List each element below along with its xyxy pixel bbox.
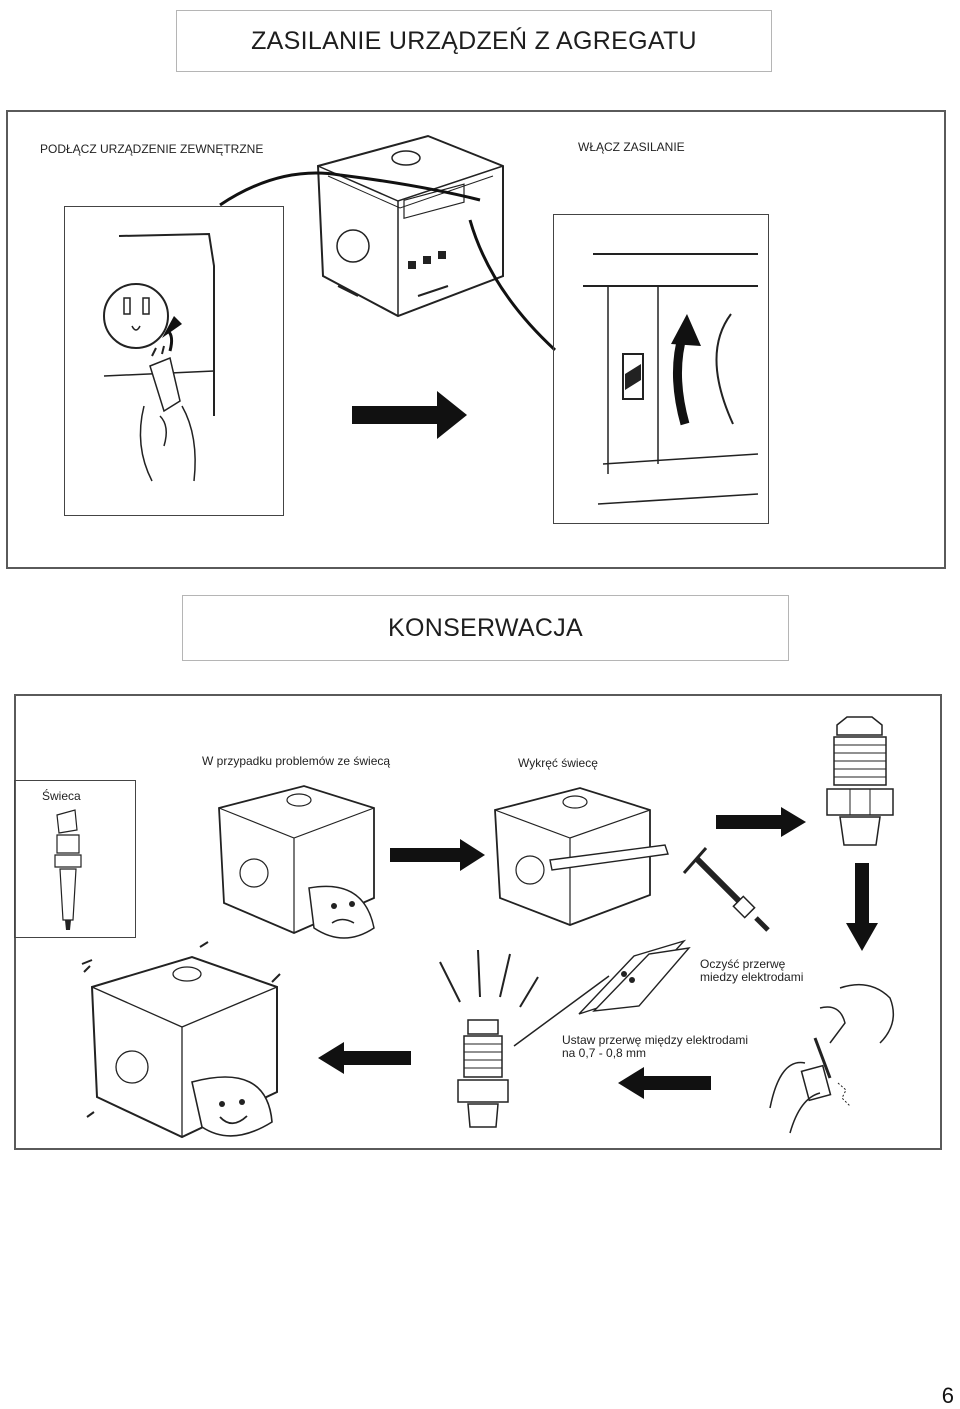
spark-plug-inset xyxy=(14,780,136,938)
arrow-left-icon xyxy=(318,1042,411,1074)
page-number: 6 xyxy=(941,1383,954,1408)
label-spark-plug: Świeca xyxy=(42,789,81,803)
maintenance-illustration-frame xyxy=(14,694,942,1150)
generator-happy-icon xyxy=(82,942,312,1142)
label-problem: W przypadku problemów ze świecą xyxy=(202,754,391,768)
label-power-on: WŁĄCZ ZASILANIE xyxy=(578,140,685,154)
section-title-maintenance-text: KONSERWACJA xyxy=(388,613,583,642)
label-clean-gap-line1: Oczyść przerwę xyxy=(700,957,786,971)
generator-sad-icon xyxy=(214,778,384,938)
spark-plug-icon xyxy=(822,715,902,855)
arrow-right-icon xyxy=(390,839,485,871)
wrench-icon xyxy=(676,838,776,938)
arrow-right-icon xyxy=(352,391,467,439)
section-title-maintenance: KONSERWACJA xyxy=(182,595,789,661)
label-connect-device: PODŁĄCZ URZĄDZENIE ZEWNĘTRZNE xyxy=(40,142,264,156)
arrow-right-icon xyxy=(716,807,806,837)
section-title-power-text: ZASILANIE URZĄDZEŃ Z AGREGATU xyxy=(251,26,697,55)
label-set-gap: Ustaw przerwę między elektrodami na 0,7 … xyxy=(562,1034,748,1060)
arrow-left-icon xyxy=(618,1067,711,1099)
power-illustration-frame xyxy=(6,110,946,569)
generator-icon xyxy=(490,780,660,930)
switch-panel xyxy=(553,214,769,524)
label-set-gap-line1: Ustaw przerwę między elektrodami xyxy=(562,1033,749,1047)
generator-icon xyxy=(308,126,538,326)
spark-plug-icon xyxy=(420,942,550,1142)
spark-plug-icon xyxy=(45,805,105,930)
section-title-power: ZASILANIE URZĄDZEŃ Z AGREGATU xyxy=(176,10,772,72)
label-clean-gap: Oczyść przerwę miedzy elektrodami xyxy=(700,958,803,984)
feeler-gauge-icon xyxy=(574,936,694,1026)
power-cables xyxy=(0,0,960,600)
switch-icon xyxy=(583,214,767,522)
plug-icon xyxy=(64,206,282,514)
label-clean-gap-line2: miedzy elektrodami xyxy=(700,970,804,984)
socket-panel xyxy=(64,206,284,516)
label-set-gap-line2: na 0,7 - 0,8 mm xyxy=(562,1046,647,1060)
arrow-down-icon xyxy=(846,863,878,951)
cleaning-hands-icon xyxy=(760,968,910,1138)
label-unscrew: Wykręć świecę xyxy=(518,756,598,770)
